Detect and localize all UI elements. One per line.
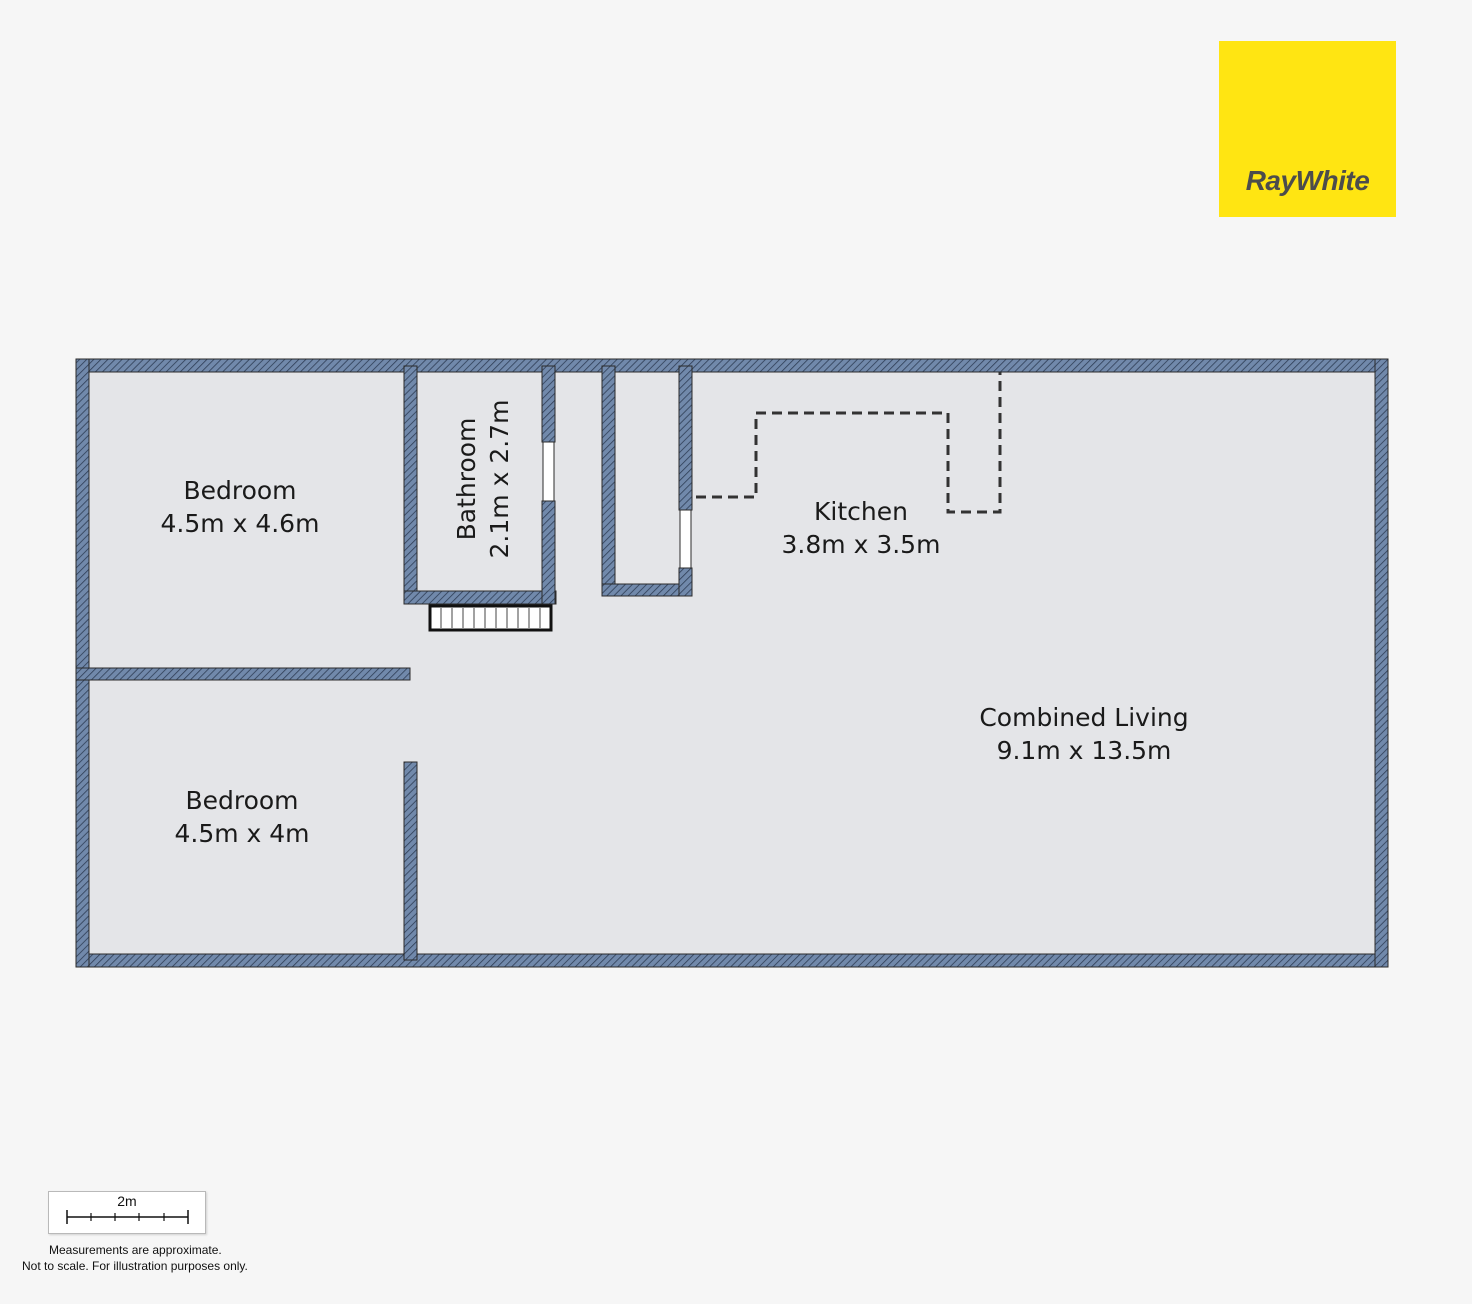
floor-area (82, 366, 1382, 960)
closet-door-opening (679, 509, 692, 569)
room-label-combined-living: Combined Living 9.1m x 13.5m (944, 701, 1224, 767)
kitchen-bench-outline (696, 372, 1002, 514)
room-label-kitchen: Kitchen 3.8m x 3.5m (761, 495, 961, 561)
room-size: 2.1m x 2.7m (485, 399, 514, 559)
room-name: Bathroom (452, 417, 481, 541)
room-size: 4.5m x 4m (174, 819, 310, 848)
scale-bar-ruler (66, 1210, 189, 1224)
note-approximate: Measurements are approximate. (49, 1243, 222, 1257)
room-size: 3.8m x 3.5m (781, 530, 941, 559)
bathroom-wall-bottom (403, 590, 557, 605)
bathroom-wall-right-lower (541, 500, 556, 605)
outer-wall-bottom (75, 953, 1389, 968)
outer-wall-top (75, 358, 1389, 373)
closet-wall-right-lower (678, 567, 693, 597)
room-name: Bedroom (183, 476, 297, 505)
scale-bar: 2m (48, 1191, 206, 1234)
room-name: Bedroom (185, 786, 299, 815)
raywhite-logo: RayWhite (1219, 41, 1396, 217)
bedroom-wall-upper (403, 365, 418, 605)
room-label-bedroom-2: Bedroom 4.5m x 4m (142, 784, 342, 850)
bedroom-wall-lower (403, 761, 418, 961)
logo-text: RayWhite (1245, 165, 1370, 196)
closet-wall-right-upper (678, 365, 693, 511)
vanity-slats (440, 608, 541, 628)
bathroom-wall-right-upper (541, 365, 556, 443)
note-not-to-scale: Not to scale. For illustration purposes … (22, 1259, 248, 1273)
closet-wall-left (601, 365, 616, 597)
room-name: Kitchen (814, 497, 908, 526)
bedroom-divider-wall (75, 667, 411, 681)
walls (75, 358, 1389, 968)
bathroom-vanity (428, 604, 553, 632)
outer-wall-left (75, 358, 90, 968)
bathroom-door-opening (542, 441, 555, 502)
room-name: Combined Living (979, 703, 1189, 732)
room-size: 4.5m x 4.6m (160, 509, 320, 538)
room-label-bathroom: Bathroom 2.1m x 2.7m (450, 389, 516, 569)
room-label-bedroom-1: Bedroom 4.5m x 4.6m (140, 474, 340, 540)
scale-bar-label: 2m (117, 1193, 137, 1209)
outer-wall-right (1374, 358, 1389, 968)
room-size: 9.1m x 13.5m (996, 736, 1172, 765)
